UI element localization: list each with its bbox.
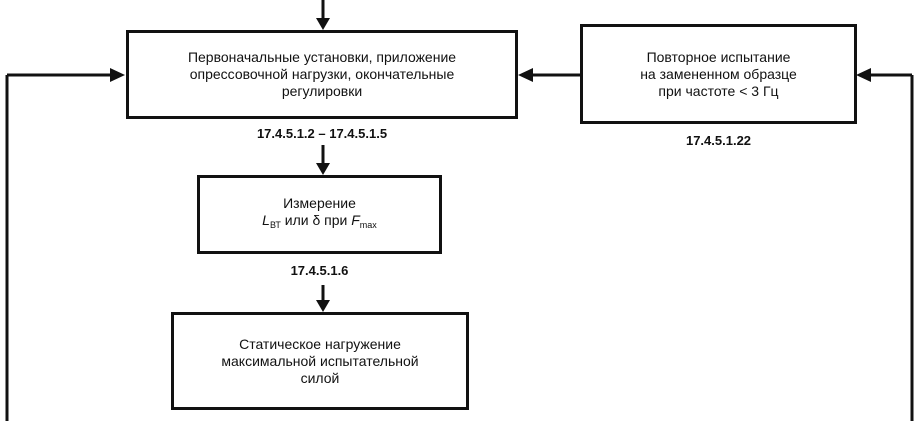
measurement-sub-f: max [359,220,377,230]
measurement-formula: LВТ или δ при Fmax [262,212,377,234]
setup-to-measurement-arrowhead [316,163,330,175]
measurement-var-f: F [351,212,360,228]
measurement-mid-text: или δ при [280,212,352,228]
repeat-test-line-3: при частоте < 3 Гц [658,82,779,99]
repeat-test-line-2: на замененном образце [640,65,797,82]
repeat-test-box: Повторное испытание на замененном образц… [580,24,857,124]
measurement-sub-l: ВТ [269,220,281,230]
static-loading-line-3: силой [300,369,340,386]
left-loop-arrowhead [110,68,125,82]
repeat-to-setup-arrowhead [518,68,533,82]
right-loop-arrowhead [856,68,871,82]
repeat-test-ref: 17.4.5.1.22 [685,133,752,148]
measurement-var-l: L [262,212,270,228]
initial-setup-ref: 17.4.5.1.2 – 17.4.5.1.5 [256,126,388,141]
static-loading-line-2: максимальной испытательной [221,352,419,369]
static-loading-line-1: Статическое нагружение [239,335,401,352]
measurement-to-static-arrowhead [316,300,330,312]
repeat-test-line-1: Повторное испытание [646,48,791,65]
measurement-ref: 17.4.5.1.6 [290,263,349,278]
initial-setup-line-1: Первоначальные установки, приложение [187,49,457,65]
initial-setup-box: Первоначальные установки, приложение опр… [126,30,518,119]
top-arrowhead [316,18,330,30]
measurement-box: Измерение LВТ или δ при Fmax [197,175,442,254]
initial-setup-line-3: регулировки [281,83,363,99]
static-loading-box: Статическое нагружение максимальной испы… [171,312,469,410]
measurement-title: Измерение [283,195,356,211]
initial-setup-line-2: опрессовочной нагрузки, окончательные [189,66,455,82]
